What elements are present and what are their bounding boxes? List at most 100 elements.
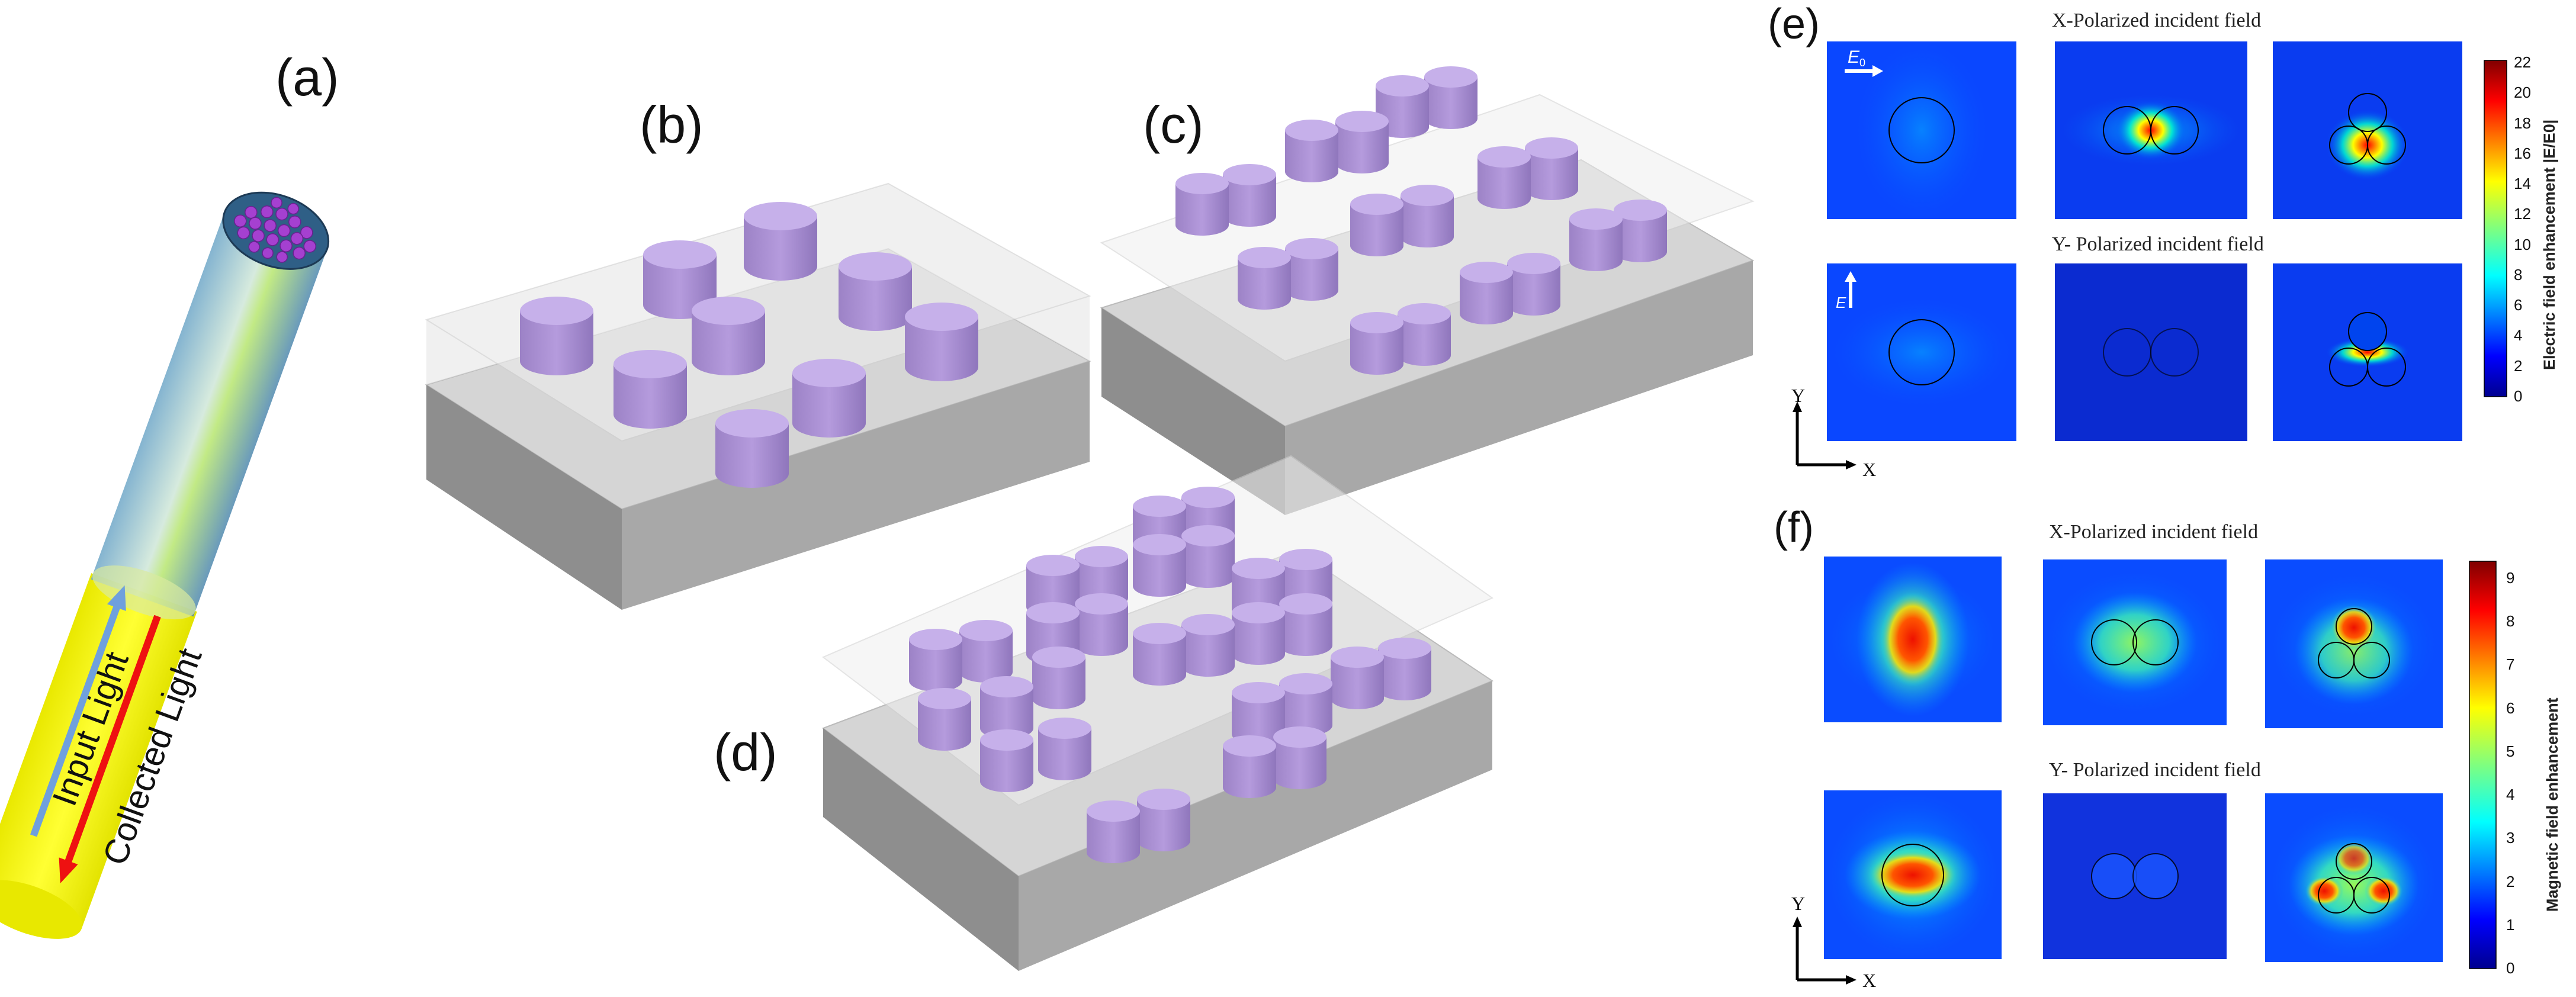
nanocylinder [980,676,1033,739]
e-field-map-y-trimer [2273,263,2462,441]
colorbar-f-tick: 6 [2506,699,2515,717]
colorbar-f-tick: 1 [2506,915,2515,934]
cylinders-b [520,202,978,488]
nanocylinder [905,303,978,381]
nanocylinder [1223,735,1276,798]
nanocylinder [1424,66,1477,129]
nanocylinder [744,202,817,281]
nanocylinder [1232,602,1285,665]
panel-label-b: (b) [640,95,704,154]
colorbar-f-tick: 3 [2506,829,2515,847]
colorbar-e-tick: 16 [2514,144,2531,162]
colorbar-e-tick: 10 [2514,235,2531,253]
h-field-map-x-dimer [2043,559,2227,725]
e-field-map-x-dimer [2055,41,2247,219]
nanocylinder [1350,194,1403,256]
e0-label: E [1848,47,1860,67]
nanocylinder [959,620,1013,683]
fiber-probe [0,191,330,939]
nanocylinder [1175,173,1229,236]
e-field-map-x-single: E 0 [1827,41,2016,219]
nanocylinder [839,252,912,331]
nanocylinder [1038,718,1091,780]
colorbar-e-tick: 14 [2514,175,2531,193]
colorbar-e-title: Electric field enhancement |E/E0| [2540,119,2558,370]
panel-label-d: (d) [714,723,778,781]
colorbar-f-title: Magnetic field enhancement [2543,697,2561,912]
e-row1-title: X-Polarized incident field [2052,9,2262,31]
colorbar-f-tick: 4 [2506,786,2515,804]
nanocylinder [520,297,593,375]
nanocylinder [1285,120,1338,182]
colorbar-f-tick: 2 [2506,872,2515,890]
nanocylinder [1075,593,1128,656]
nanocylinder [1460,262,1513,324]
f-row1-title: X-Polarized incident field [2049,521,2259,543]
nanocylinder [614,350,687,429]
axes-f [1793,916,1856,985]
colorbar-e [2484,60,2507,397]
colorbar-e-tick: 4 [2514,326,2523,345]
nanocylinder [1614,200,1667,262]
nanocylinder [1279,673,1332,736]
colorbar-f-tick: 7 [2506,655,2515,674]
f-row2-title: Y- Polarized incident field [2049,759,2261,781]
nanocylinder [715,409,789,488]
nanocylinder [918,688,971,751]
nanocylinder [1273,726,1326,789]
panel-label-e: (e) [1768,1,1820,48]
colorbar-f-tick: 9 [2506,569,2515,587]
h-field-map-y-dimer [2043,793,2227,959]
colorbar-e-tick: 2 [2514,356,2523,375]
nanocylinder [1285,238,1338,301]
panel-label-f: (f) [1774,504,1814,551]
colorbar-f-tick: 8 [2506,612,2515,631]
nanocylinder [1137,789,1190,851]
nanocylinder [1331,647,1384,709]
nanocylinder [1133,623,1186,686]
nanocylinder [1181,525,1235,588]
nanocylinder [980,729,1033,792]
colorbar-e-tick: 18 [2514,114,2531,132]
e-field-map-x-trimer [2273,41,2462,219]
colorbar-e-tick: 6 [2514,296,2523,314]
cylinders-c [1175,66,1667,375]
collected-arrow [63,615,161,868]
colorbar-e-tick: 20 [2514,83,2531,102]
nanocylinder [692,297,765,375]
e-axis-x-label: X [1862,459,1877,480]
nanocylinder [1238,247,1291,310]
nanocylinder [1507,253,1560,316]
colorbar-f-tick: 0 [2506,959,2515,977]
nanocylinder [1279,593,1332,656]
nanocylinder [1398,303,1451,366]
nanocylinder [1181,614,1235,677]
cylinders-d [909,487,1431,863]
colorbar-e-tick: 8 [2514,265,2523,284]
nanocylinder [1232,682,1285,745]
e0-label-y: E [1836,294,1846,311]
e-field-map-y-dimer [2055,263,2247,441]
colorbar-f-tick: 5 [2506,742,2515,760]
colorbar-e-tick: 0 [2514,387,2523,405]
e0-subscript: 0 [1859,57,1865,69]
nanocylinder [1223,164,1276,227]
input-arrow [30,600,122,837]
nanocylinder [1569,208,1623,271]
e-field-map-y-single: E [1827,263,2016,441]
colorbar-e-tick: 22 [2514,53,2531,71]
h-field-map-y-trimer [2265,793,2443,962]
nanocylinder [1401,185,1454,247]
colorbar-f [2469,561,2497,969]
nanocylinder [1032,647,1085,709]
e-axis-y-label: Y [1791,385,1806,406]
nanocylinder [1133,534,1186,597]
nanocylinder [1350,312,1403,375]
nanocylinder [909,629,962,692]
nanocylinder [1376,75,1429,138]
axes-e [1793,401,1856,469]
e-row2-title: Y- Polarized incident field [2052,233,2264,255]
nanocylinder [1525,137,1578,200]
h-field-map-x-single [1824,557,2002,722]
nanocylinder [1335,111,1389,173]
